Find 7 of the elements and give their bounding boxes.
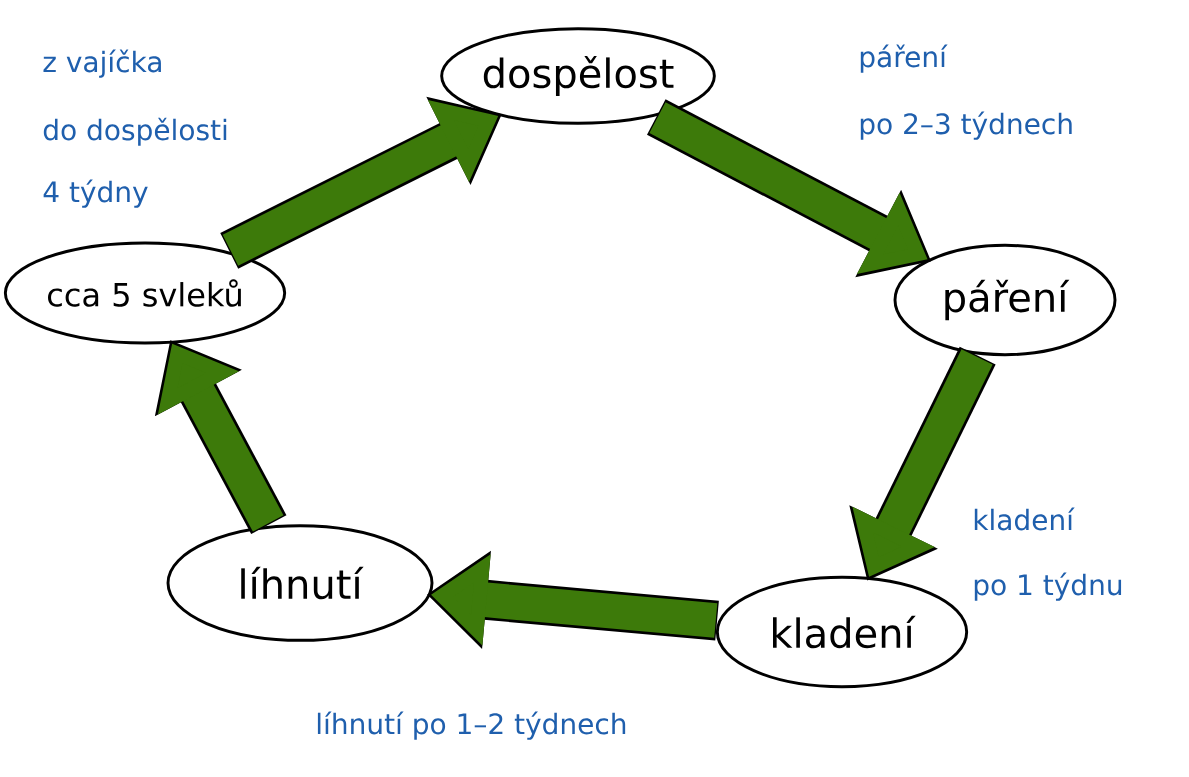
note-text: líhnutí po 1–2 týdnech	[317, 711, 626, 740]
note-text: z vajíčka	[43, 49, 161, 78]
note-text: 4 týdny	[43, 179, 148, 208]
note-text: do dospělosti	[43, 117, 227, 146]
note-text: páření	[860, 44, 948, 73]
note-text: po 2–3 týdnech	[860, 111, 1072, 140]
note-text: kladení	[974, 507, 1075, 531]
